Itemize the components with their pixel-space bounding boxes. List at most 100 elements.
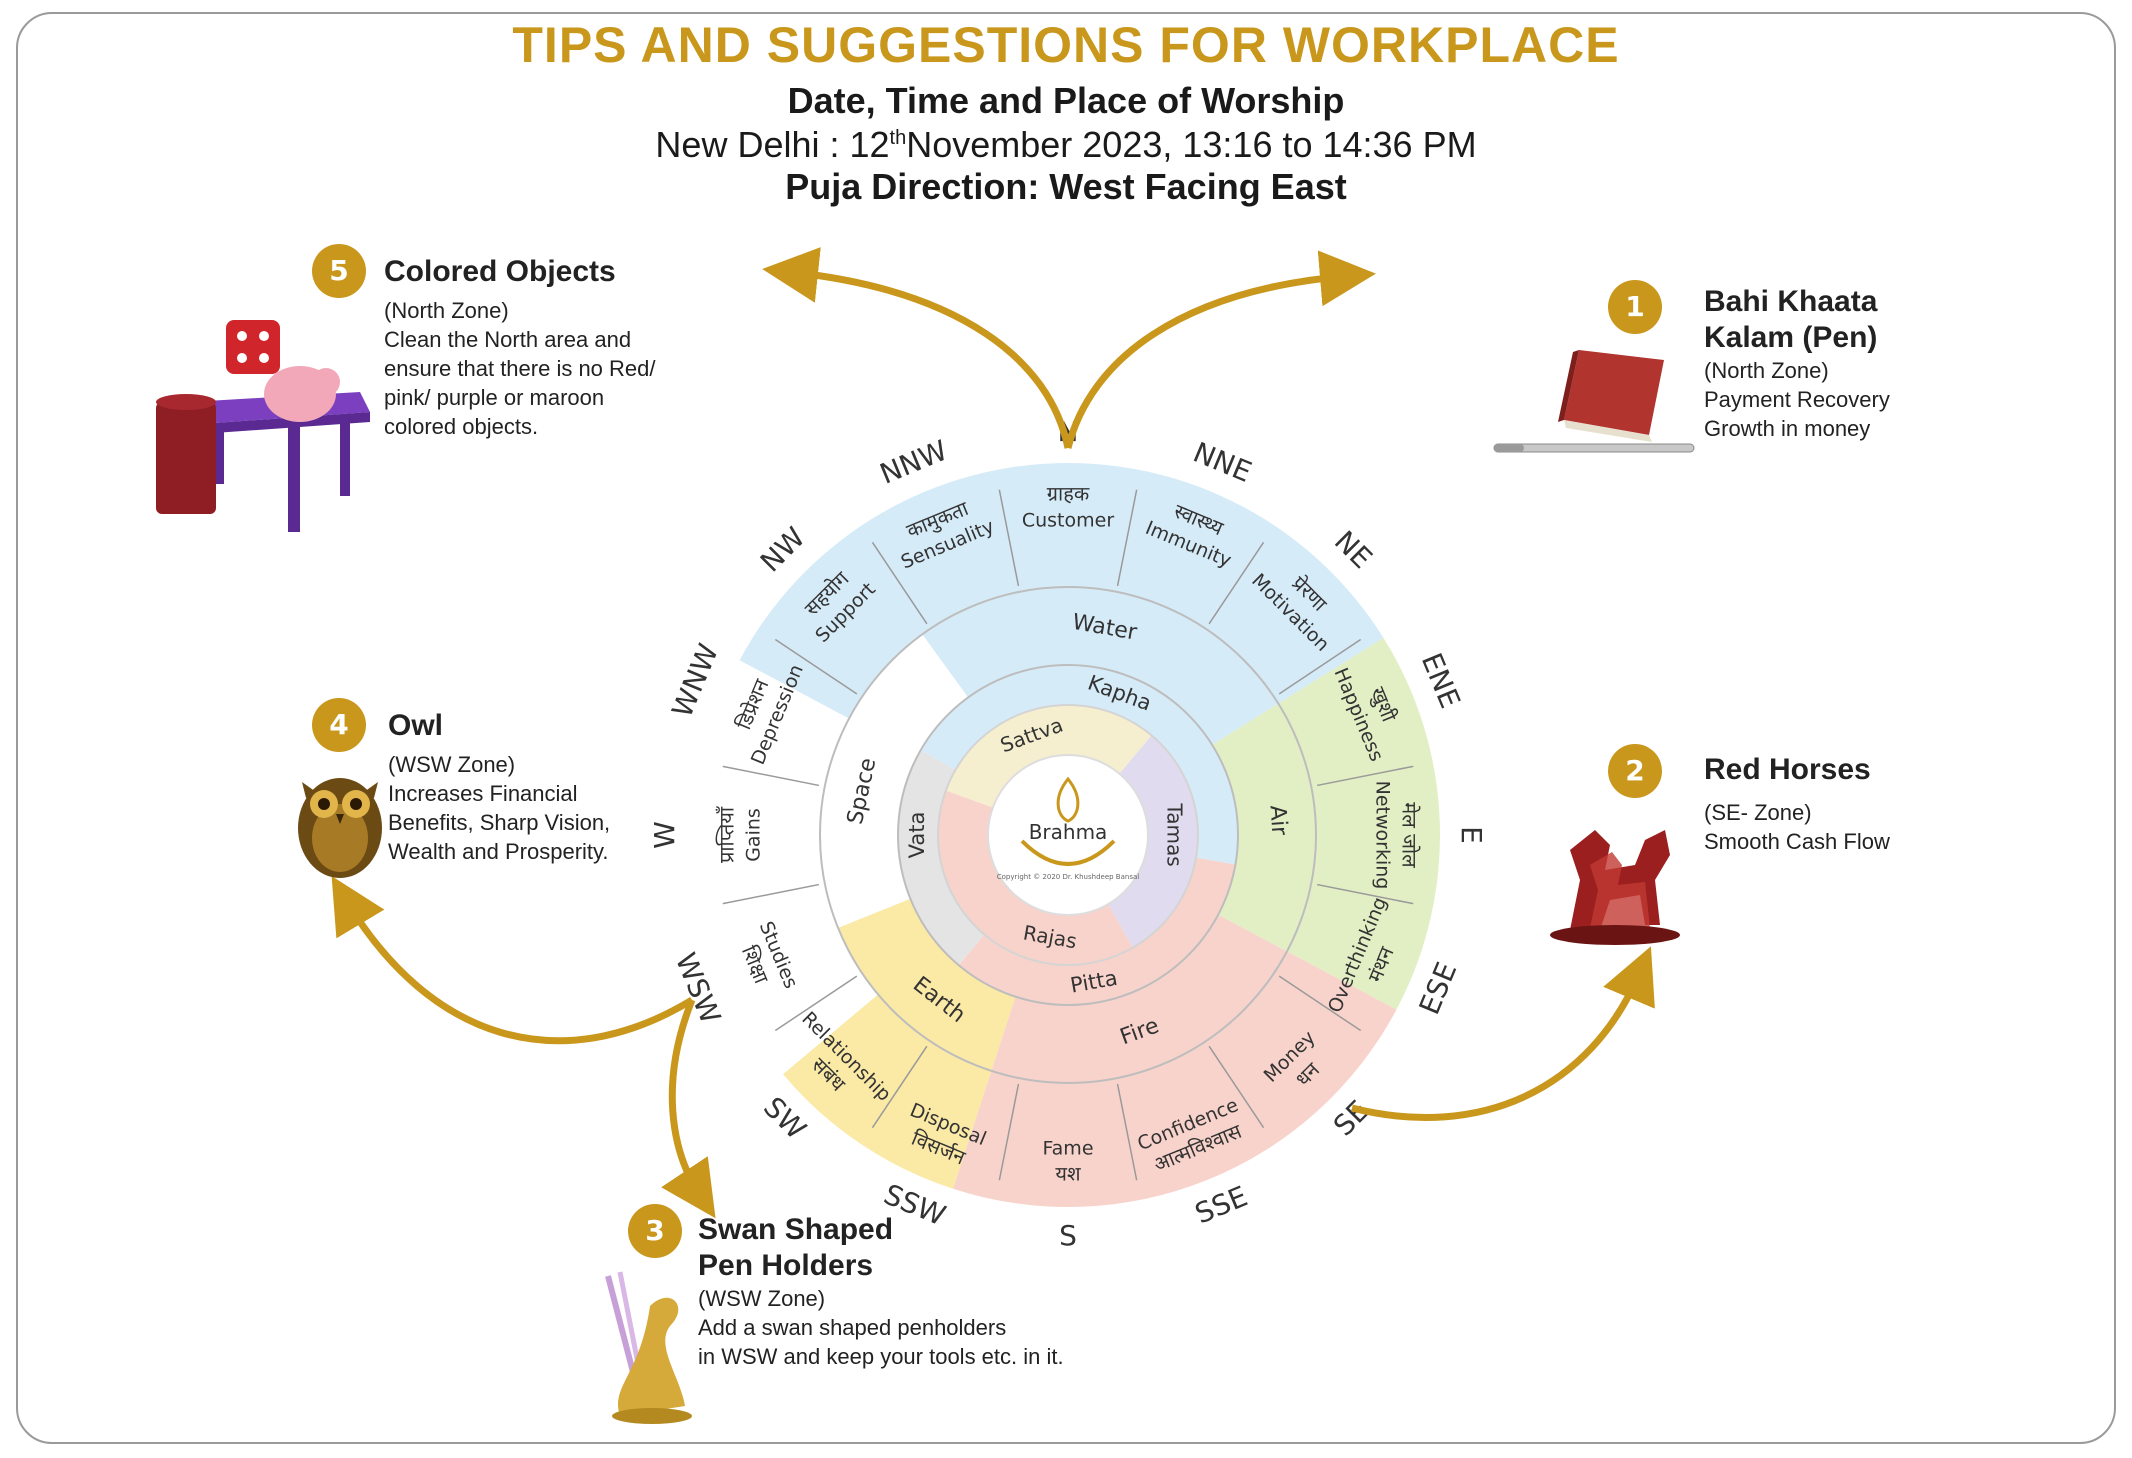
zone-divider — [871, 541, 928, 625]
arrow-north-right — [1064, 250, 1376, 449]
zone-hindi-label: ग्राहक — [1047, 482, 1090, 506]
tip-2: Red Horses (SE- Zone) Smooth Cash Flow — [1704, 752, 1890, 856]
zone-english-label: Customer — [1022, 510, 1114, 532]
date-suffix: th — [889, 127, 907, 149]
outer-band-air — [1278, 637, 1440, 1010]
zone-hindi-label: प्राप्तियाँ — [715, 806, 739, 863]
tip-5-desc-line-2: ensure that there is no Red/ — [384, 356, 656, 381]
copyright-label: Copyright © 2020 Dr. Khushdeep Bansal — [997, 873, 1140, 881]
brahma-center — [987, 754, 1149, 916]
brahma-label: Brahma — [1029, 820, 1108, 844]
element-ring-earth — [838, 898, 1016, 1071]
wheel-group: NNNENEENEEESESESSESSSWSWWSWWWNWNWNNWग्रा… — [648, 415, 1488, 1252]
direction-label-ene: ENE — [1415, 648, 1467, 713]
tip-5-badge: 5 — [312, 244, 366, 298]
tip-2-title-line-1: Red Horses — [1704, 753, 1871, 786]
place-text: New Delhi : 12 — [655, 124, 890, 165]
arrow-group — [331, 247, 1655, 1219]
tip-3-zone: (WSW Zone) — [698, 1286, 826, 1311]
tip-5-desc-line-1: Clean the North area and — [384, 327, 632, 352]
owl-image — [298, 778, 382, 878]
outer-band-earth — [783, 994, 992, 1189]
tip-4-badge: 4 — [312, 698, 366, 752]
element-ring-air — [1212, 703, 1316, 952]
direction-label-wnw: WNW — [665, 639, 725, 722]
zone-divider — [1208, 541, 1265, 625]
direction-label-nne: NNE — [1189, 436, 1257, 489]
element-ring-space — [819, 634, 969, 928]
zone-divider — [1278, 638, 1362, 695]
tip-4: Owl (WSW Zone) Increases Financial Benef… — [388, 708, 610, 866]
tip-1-title-line-2: Kalam (Pen) — [1704, 321, 1878, 354]
zone-divider — [998, 489, 1020, 587]
element-ring-fire — [991, 914, 1287, 1083]
ring-border-dosha — [937, 704, 1199, 966]
zone-divider — [774, 975, 858, 1032]
direction-label-sw: SW — [757, 1090, 812, 1145]
direction-label-ese: ESE — [1413, 957, 1464, 1019]
tip-2-badge: 2 — [1608, 744, 1662, 798]
direction-label-e: E — [1455, 826, 1488, 844]
zone-english-label: Networking — [1372, 781, 1394, 890]
tip-3-title-line-2: Pen Holders — [698, 1249, 874, 1282]
worship-date-time: New Delhi : 12thNovember 2023, 13:16 to … — [0, 124, 2132, 166]
element-label-air: Air — [1264, 804, 1291, 837]
guna-ring-rajas — [938, 790, 1133, 965]
direction-label-nnw: NNW — [875, 434, 952, 491]
direction-label-w: W — [648, 821, 681, 849]
zone-divider — [1208, 1045, 1265, 1129]
direction-label-sse: SSE — [1190, 1180, 1252, 1231]
zone-divider — [1116, 489, 1138, 587]
zone-divider — [1116, 1083, 1138, 1181]
puja-direction: Puja Direction: West Facing East — [785, 166, 1347, 207]
direction-label-nw: NW — [754, 521, 812, 579]
guna-ring-sattva — [945, 705, 1152, 808]
direction-label-se: SE — [1327, 1094, 1375, 1142]
zone-divider — [1278, 975, 1362, 1032]
tip-1-desc-line-2: Growth in money — [1704, 416, 1871, 441]
zone-divider — [998, 1083, 1020, 1181]
tip-3: Swan Shaped Pen Holders (WSW Zone) Add a… — [698, 1212, 1064, 1371]
tip-3-desc-line-1: Add a swan shaped penholders — [698, 1315, 1007, 1340]
zone-english-label: Gains — [743, 808, 765, 862]
outer-band-fire — [953, 951, 1397, 1207]
tip-5: Colored Objects (North Zone) Clean the N… — [384, 254, 656, 441]
brahma-flame-icon — [1056, 776, 1080, 823]
tip-2-zone: (SE- Zone) — [1704, 800, 1812, 825]
red-horses-image — [1550, 830, 1680, 945]
guna-ring-tamas — [1108, 735, 1198, 948]
tip-1-zone: (North Zone) — [1704, 358, 1829, 383]
tip-4-desc-line-1: Increases Financial — [388, 781, 578, 806]
dosha-label-vata: Vata — [905, 812, 929, 859]
tip-5-desc-line-3: pink/ purple or maroon — [384, 385, 605, 410]
outer-band-space — [696, 660, 879, 1075]
ring-border-element — [897, 664, 1239, 1006]
zone-divider — [722, 765, 820, 787]
tip-4-desc-line-2: Benefits, Sharp Vision, — [388, 810, 611, 835]
zone-divider — [871, 1045, 928, 1129]
colored-objects-image — [156, 320, 370, 532]
ledger-book-and-pen-image — [1493, 350, 1695, 453]
brahma-lamp-icon — [1020, 839, 1116, 866]
arrow-wsw-owl — [331, 875, 694, 1045]
zone-hindi-label: यश — [1055, 1162, 1081, 1186]
tip-4-zone: (WSW Zone) — [388, 752, 516, 777]
ring-border-outer — [819, 586, 1317, 1084]
outer-band-water — [739, 463, 1384, 719]
direction-label-ne: NE — [1328, 524, 1379, 575]
dosha-ring-kapha — [920, 664, 1238, 865]
tip-3-badge: 3 — [628, 1204, 682, 1258]
tip-3-desc-line-2: in WSW and keep your tools etc. in it. — [698, 1344, 1064, 1369]
tip-5-zone: (North Zone) — [384, 298, 509, 323]
arrow-se — [1351, 946, 1655, 1121]
page-frame — [16, 12, 2116, 1444]
tip-4-title-line-1: Owl — [388, 709, 444, 742]
tip-1-title-line-1: Bahi Khaata — [1704, 285, 1878, 318]
tip-4-desc-line-3: Wealth and Prosperity. — [388, 839, 609, 864]
guna-label-tamas: Tamas — [1163, 802, 1187, 866]
zone-divider — [774, 638, 858, 695]
page-title: TIPS AND SUGGESTIONS FOR WORKPLACE — [512, 17, 1620, 73]
tip-5-title-line-1: Colored Objects — [384, 255, 616, 288]
tip-5-desc-line-4: colored objects. — [384, 414, 539, 439]
